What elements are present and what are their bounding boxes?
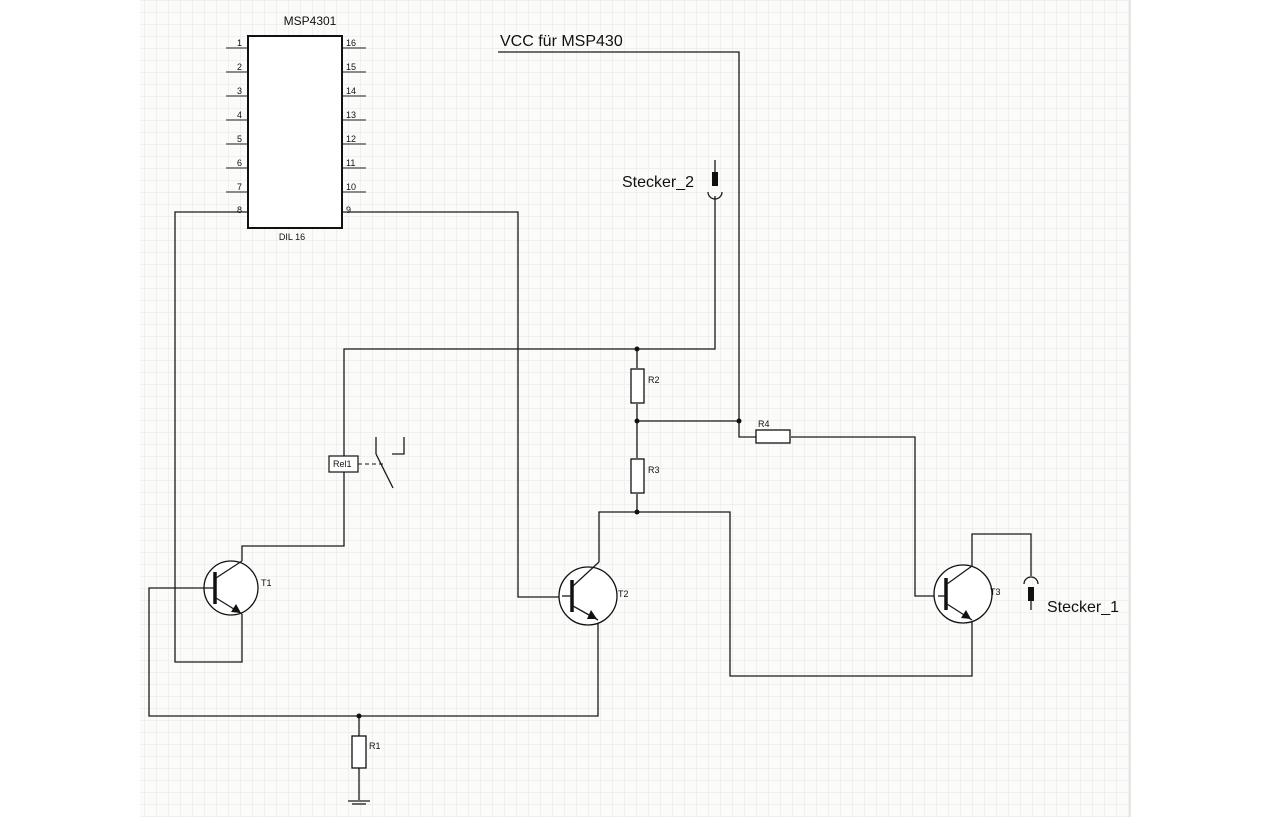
ic-pin-13: 13	[346, 110, 356, 120]
transistor-t3: T3	[933, 564, 1001, 624]
ic-pin-8: 8	[237, 205, 242, 215]
plug-icon	[712, 172, 718, 186]
ic-pin-11: 11	[346, 158, 355, 168]
r3-label: R3	[648, 465, 660, 475]
ic-pin-5: 5	[237, 134, 242, 144]
ic-package-label: DIL 16	[279, 232, 305, 242]
ic-pin-3: 3	[237, 86, 242, 96]
relay-label: Rel1	[333, 459, 352, 469]
wire-t2-collector-t3-emitter	[598, 511, 973, 677]
relay-rel1: Rel1	[328, 437, 405, 489]
resistor-r3: R3	[630, 458, 660, 494]
wire-r4-t3-base	[791, 436, 938, 597]
vcc-label: VCC für MSP430	[500, 33, 623, 50]
stecker-1-connector: Stecker_1	[1023, 576, 1119, 616]
resistor-r2: R2	[630, 368, 660, 404]
wire-t3-stecker1	[971, 533, 1032, 576]
wire-pin9-t2-base	[342, 211, 562, 598]
transistor-t1: T1	[203, 560, 272, 616]
ic-pin-7: 7	[237, 182, 242, 192]
ic-body	[247, 35, 343, 229]
t2-label: T2	[618, 589, 629, 599]
stecker-2-connector: Stecker_2	[622, 160, 723, 200]
ic-pin-2: 2	[237, 62, 242, 72]
stecker-2-label: Stecker_2	[622, 174, 694, 191]
plug-icon	[1028, 587, 1034, 601]
resistor-r4: R4	[755, 419, 791, 444]
wire-relay-t1-collector	[241, 472, 345, 561]
socket-icon	[1023, 576, 1039, 585]
ic-pin-lines	[226, 47, 366, 193]
stecker-1-label: Stecker_1	[1047, 599, 1119, 616]
t1-label: T1	[261, 578, 272, 588]
ic-pin-4: 4	[237, 110, 242, 120]
ic-pin-14: 14	[346, 86, 356, 96]
ic-msp4301: MSP4301 DIL 16 1 2 3 4 5 6 7 8 16 15 14 …	[226, 14, 366, 242]
wire-top-rail	[343, 196, 716, 456]
wire-pin8-t1-emitter	[174, 211, 248, 663]
ic-pin-12: 12	[346, 134, 356, 144]
ic-pin-1: 1	[237, 38, 242, 48]
wire-node-r4	[637, 420, 756, 438]
wire-t1-base-bottom-rail	[148, 587, 599, 717]
junctions	[356, 346, 742, 719]
r1-label: R1	[369, 741, 381, 751]
transistor-t2: T2	[558, 561, 629, 626]
ic-pin-16: 16	[346, 38, 356, 48]
wire-vcc	[498, 51, 740, 420]
resistor-r1: R1	[351, 735, 381, 769]
ic-pin-6: 6	[237, 158, 242, 168]
ic-pin-9: 9	[346, 205, 351, 215]
ground-icon	[348, 800, 370, 805]
ic-pin-15: 15	[346, 62, 356, 72]
r2-label: R2	[648, 375, 660, 385]
r4-label: R4	[758, 419, 770, 429]
t3-label: T3	[990, 587, 1001, 597]
wires	[148, 51, 1032, 800]
relay-contact-icon	[375, 437, 405, 489]
ic-name: MSP4301	[284, 14, 337, 28]
ic-pin-10: 10	[346, 182, 356, 192]
socket-icon	[707, 191, 723, 200]
